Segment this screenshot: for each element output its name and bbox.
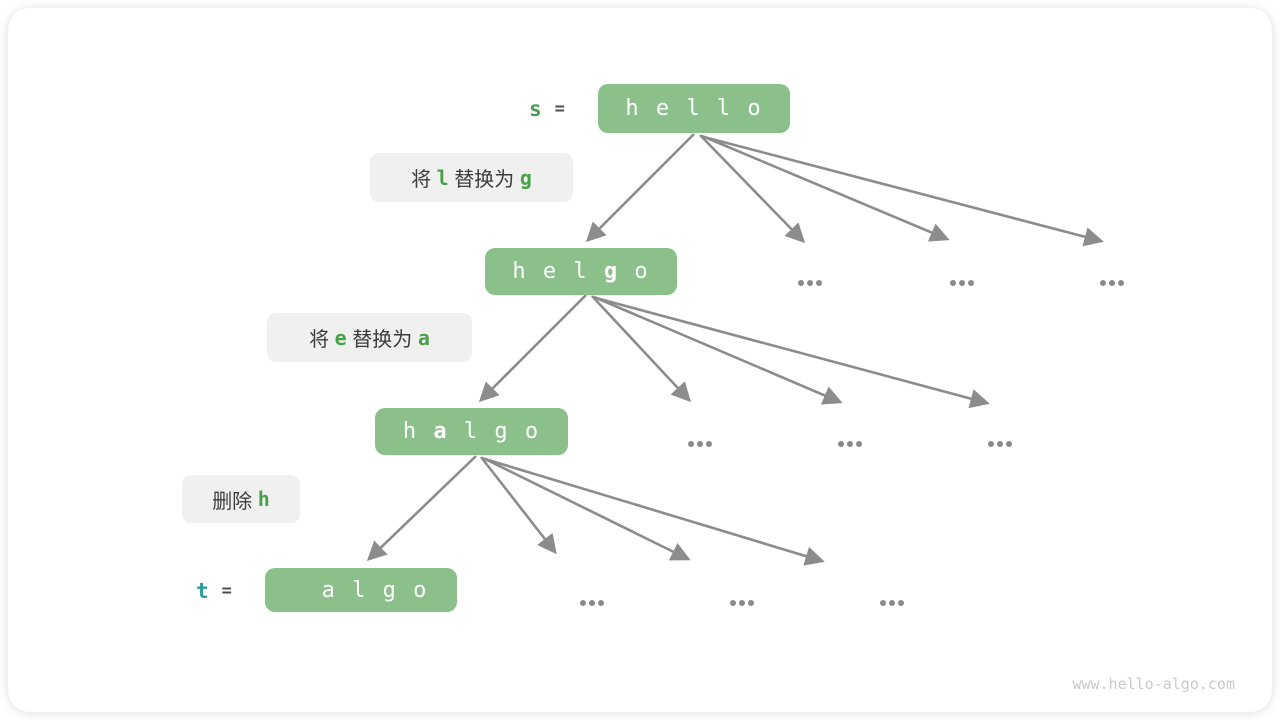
- var-s-name: s: [529, 97, 542, 121]
- op-text: 将: [309, 329, 335, 351]
- node-algo: a l g o: [265, 568, 457, 612]
- operation-label-replace-l-g: 将 l 替换为 g: [370, 153, 573, 202]
- ellipsis-node: [950, 280, 974, 286]
- site-watermark: www.hello-algo.com: [1072, 675, 1235, 693]
- op-to-char: g: [519, 165, 532, 190]
- equals-sign: =: [221, 581, 232, 601]
- node-bold-char: a: [433, 419, 449, 444]
- node-helgo: h e l g o: [485, 248, 677, 295]
- node-halgo: h a l g o: [375, 408, 568, 455]
- equals-sign: =: [554, 99, 565, 119]
- op-text: 将: [411, 169, 437, 191]
- node-text: h e l l o: [625, 96, 763, 121]
- ellipsis-node: [880, 600, 904, 606]
- op-text: 删除: [212, 490, 258, 513]
- node-text: l g o: [448, 419, 541, 444]
- op-from-char: l: [436, 165, 449, 190]
- op-to-char: a: [417, 325, 430, 350]
- op-text: 替换为: [346, 329, 418, 351]
- op-from-char: e: [334, 325, 347, 350]
- ellipsis-node: [730, 600, 754, 606]
- var-t-name: t: [196, 579, 209, 603]
- op-text: 替换为: [448, 169, 520, 191]
- node-hello: h e l l o: [598, 84, 790, 133]
- node-text: o: [619, 259, 650, 284]
- target-var-label: t =: [196, 577, 232, 605]
- operation-label-delete-h: 删除 h: [182, 475, 300, 523]
- ellipsis-node: [688, 441, 712, 447]
- op-from-char: h: [257, 487, 270, 511]
- node-bold-char: g: [603, 259, 620, 284]
- ellipsis-node: [838, 441, 862, 447]
- ellipsis-node: [580, 600, 604, 606]
- operation-label-replace-e-a: 将 e 替换为 a: [267, 313, 472, 362]
- node-text: a l g o: [321, 577, 429, 603]
- ellipsis-node: [798, 280, 822, 286]
- node-text: h: [402, 419, 434, 444]
- node-text: h e l: [512, 259, 604, 284]
- source-var-label: s =: [529, 95, 565, 123]
- ellipsis-node: [988, 441, 1012, 447]
- ellipsis-node: [1100, 280, 1124, 286]
